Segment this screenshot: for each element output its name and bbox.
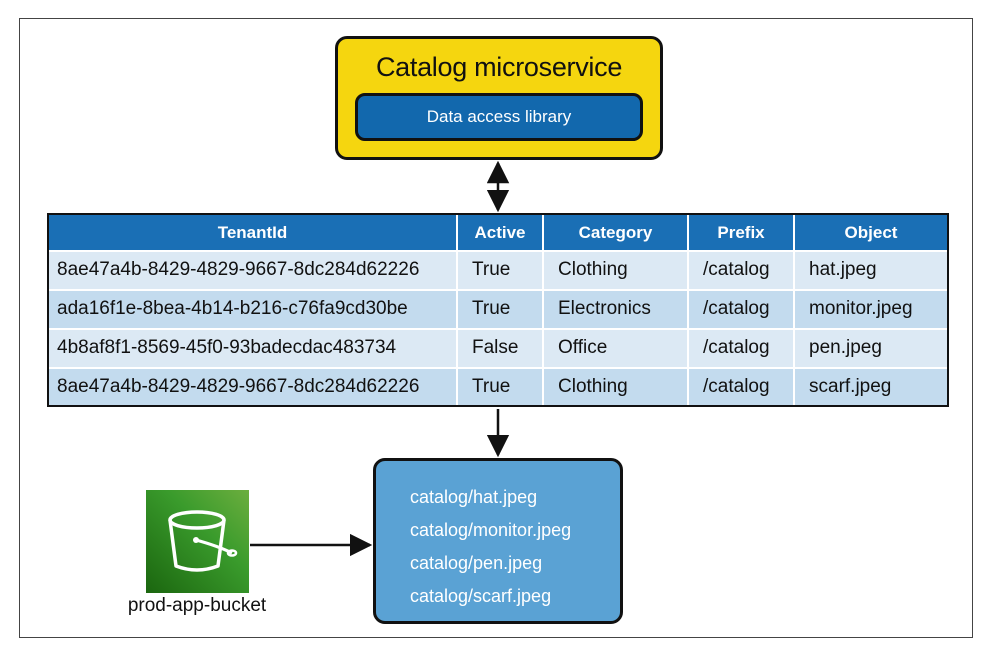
cell-active: True xyxy=(456,366,543,405)
table-row: 8ae47a4b-8429-4829-9667-8dc284d62226 Tru… xyxy=(49,366,947,405)
cell-object: scarf.jpeg xyxy=(793,366,947,405)
bucket-objects-box: catalog/hat.jpeg catalog/monitor.jpeg ca… xyxy=(373,458,623,624)
cell-tenantid: 8ae47a4b-8429-4829-9667-8dc284d62226 xyxy=(49,250,457,290)
cell-tenantid: 4b8af8f1-8569-45f0-93badecdac483734 xyxy=(49,327,457,368)
cell-object: hat.jpeg xyxy=(793,250,947,290)
cell-category: Office xyxy=(542,327,688,368)
cell-category: Clothing xyxy=(542,366,688,405)
cell-object: monitor.jpeg xyxy=(793,288,947,329)
header-active: Active xyxy=(456,215,543,251)
bucket-object-item: catalog/hat.jpeg xyxy=(410,487,538,507)
table-row: 8ae47a4b-8429-4829-9667-8dc284d62226 Tru… xyxy=(49,250,947,290)
bucket-object-item: catalog/scarf.jpeg xyxy=(410,586,552,606)
data-access-library-box: Data access library xyxy=(355,93,643,141)
cell-prefix: /catalog xyxy=(687,366,794,405)
cell-object: pen.jpeg xyxy=(793,327,947,368)
table-row: 4b8af8f1-8569-45f0-93badecdac483734 Fals… xyxy=(49,327,947,368)
bucket-object-item: catalog/pen.jpeg xyxy=(410,553,543,573)
cell-category: Electronics xyxy=(542,288,688,329)
table-header-row: TenantId Active Category Prefix Object xyxy=(49,215,947,251)
tenant-catalog-table: TenantId Active Category Prefix Object 8… xyxy=(47,213,949,407)
table-row: ada16f1e-8bea-4b14-b216-c76fa9cd30be Tru… xyxy=(49,288,947,329)
catalog-microservice-title: Catalog microservice xyxy=(375,52,623,82)
header-tenantid: TenantId xyxy=(49,215,457,251)
bucket-object-item: catalog/monitor.jpeg xyxy=(410,520,572,540)
header-category: Category xyxy=(542,215,688,251)
catalog-microservice-box: Catalog microservice Data access library xyxy=(335,36,663,160)
cell-category: Clothing xyxy=(542,250,688,290)
cell-tenantid: ada16f1e-8bea-4b14-b216-c76fa9cd30be xyxy=(49,288,457,329)
header-object: Object xyxy=(793,215,947,251)
cell-tenantid: 8ae47a4b-8429-4829-9667-8dc284d62226 xyxy=(49,366,457,405)
header-prefix: Prefix xyxy=(687,215,794,251)
cell-active: False xyxy=(456,327,543,368)
cell-prefix: /catalog xyxy=(687,250,794,290)
cell-prefix: /catalog xyxy=(687,327,794,368)
catalog-table: TenantId Active Category Prefix Object 8… xyxy=(49,215,947,405)
s3-bucket-icon xyxy=(146,490,249,593)
cell-active: True xyxy=(456,250,543,290)
cell-active: True xyxy=(456,288,543,329)
cell-prefix: /catalog xyxy=(687,288,794,329)
bucket-name-label: prod-app-bucket xyxy=(127,595,267,616)
